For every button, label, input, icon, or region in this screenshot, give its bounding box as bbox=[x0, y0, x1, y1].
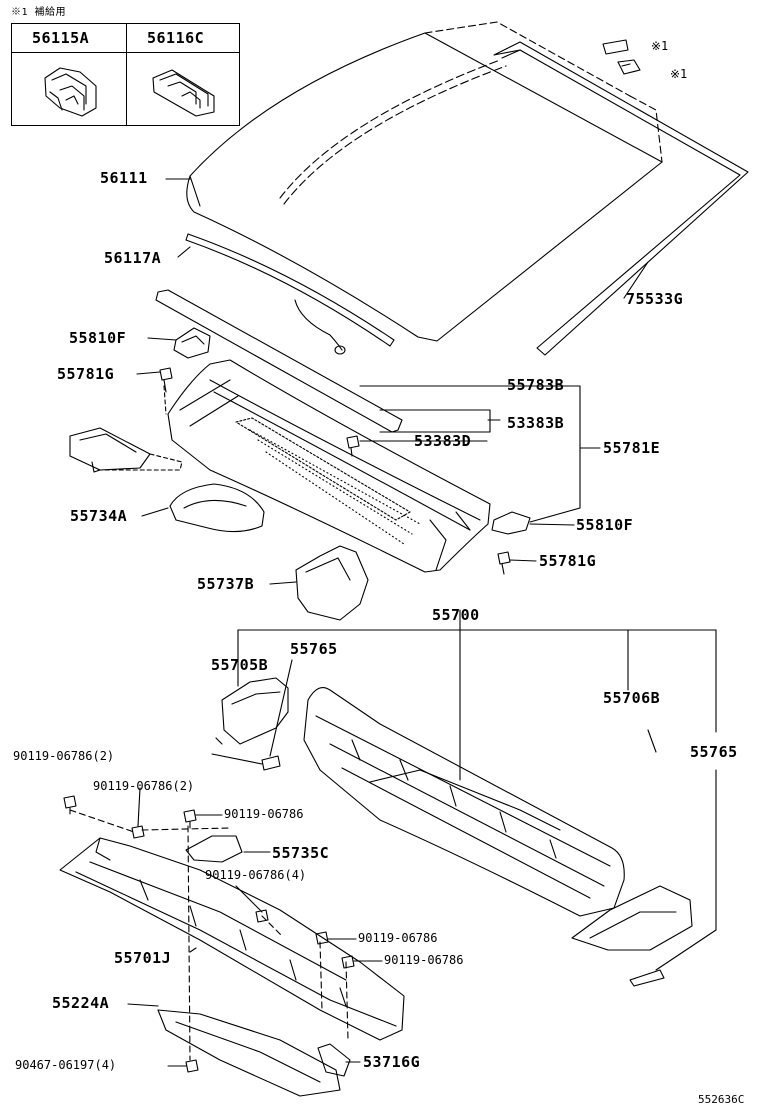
diagram-id: 552636C bbox=[698, 1093, 745, 1106]
mark-ref-label-2: ※1 bbox=[670, 67, 688, 81]
label-56111: 56111 bbox=[100, 169, 148, 187]
label-bolt-2: 90119-06786(2) bbox=[93, 779, 195, 793]
label-55737b: 55737B bbox=[197, 575, 255, 593]
label-55810f-right: 55810F bbox=[576, 516, 634, 534]
clip-56116c-drawing bbox=[153, 70, 214, 116]
inset-label-56115a: 56115A bbox=[32, 29, 90, 47]
clip-56115a-drawing bbox=[45, 68, 96, 116]
mark-ref-label-1: ※1 bbox=[651, 39, 669, 53]
label-55781e: 55781E bbox=[603, 439, 661, 457]
label-56117a: 56117A bbox=[104, 249, 162, 267]
label-55765-right: 55765 bbox=[690, 743, 738, 761]
label-55765-top: 55765 bbox=[290, 640, 338, 658]
cowl-seal-55737b bbox=[296, 546, 368, 620]
label-75533g: 75533G bbox=[626, 290, 684, 308]
cowl-panel-55700 bbox=[304, 688, 624, 916]
inset-label-56116c: 56116C bbox=[147, 29, 205, 47]
panel-55224a bbox=[158, 1010, 340, 1096]
label-55700: 55700 bbox=[432, 606, 480, 624]
label-bolt-3: 90119-06786 bbox=[224, 807, 304, 821]
label-bolt-5: 90119-06786 bbox=[358, 931, 438, 945]
cowl-top-ventilator bbox=[168, 360, 490, 572]
lower-cowl-55701j bbox=[60, 838, 404, 1040]
label-bolt-1: 90119-06786(2) bbox=[13, 749, 115, 763]
inset-box: 56115A 56116C bbox=[11, 23, 240, 126]
moulding-75533g bbox=[494, 42, 748, 355]
supply-note: ※1 補給用 bbox=[11, 7, 67, 18]
seal-55734a bbox=[170, 484, 264, 532]
label-55706b: 55706B bbox=[603, 689, 661, 707]
label-53383d: 53383D bbox=[414, 432, 472, 450]
label-55735c: 55735C bbox=[272, 844, 330, 862]
label-55781g-top: 55781G bbox=[57, 365, 115, 383]
clips-mark1 bbox=[603, 40, 640, 74]
label-bolt-6: 90119-06786 bbox=[384, 953, 464, 967]
label-53716g: 53716G bbox=[363, 1053, 421, 1071]
label-55701j: 55701J bbox=[114, 949, 172, 967]
dam-56117a bbox=[186, 234, 394, 346]
label-55734a: 55734A bbox=[70, 507, 128, 525]
label-55810f-top: 55810F bbox=[69, 329, 127, 347]
leader-lines bbox=[128, 179, 656, 1066]
label-55705b: 55705B bbox=[211, 656, 269, 674]
label-bolt-7: 90467-06197(4) bbox=[15, 1058, 117, 1072]
label-53383b: 53383B bbox=[507, 414, 565, 432]
label-55224a: 55224A bbox=[52, 994, 110, 1012]
label-55783b: 55783B bbox=[507, 376, 565, 394]
windshield-glass bbox=[187, 33, 662, 341]
label-55781g-right: 55781G bbox=[539, 552, 597, 570]
label-bolt-4: 90119-06786(4) bbox=[205, 868, 307, 882]
